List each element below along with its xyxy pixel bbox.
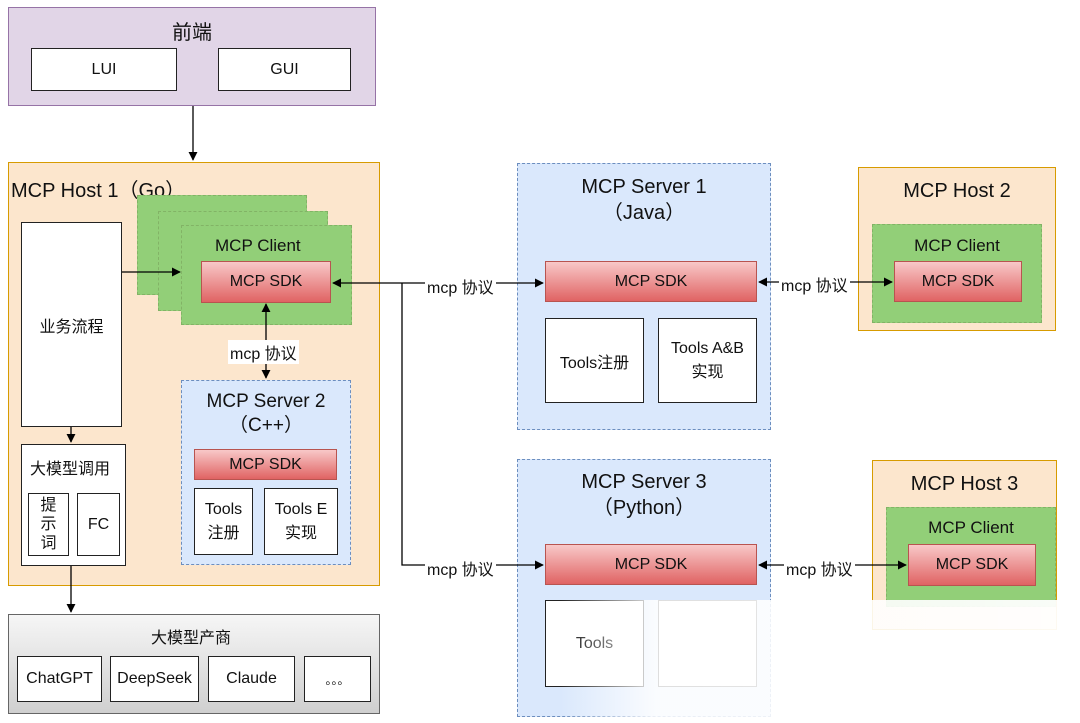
server3-sdk: MCP SDK (545, 544, 757, 585)
server3-title: MCP Server 3 （Python） (581, 471, 707, 519)
host1-client-title: MCP Client (215, 236, 301, 255)
server1-tools-register: Tools注册 (545, 318, 644, 403)
edge-label-inner: mcp 协议 (228, 340, 299, 364)
edge-label-host2: mcp 协议 (779, 272, 850, 296)
server2-sdk: MCP SDK (194, 449, 337, 480)
vendor-more: 。。。 (304, 656, 371, 702)
fc-box: FC (77, 493, 120, 556)
edge-label-host3: mcp 协议 (784, 556, 855, 580)
prompt-box: 提 示 词 (28, 493, 69, 556)
host2-client-title: MCP Client (914, 236, 1000, 255)
server3-tools-register: Tools (545, 600, 644, 687)
server1-tools-impl: Tools A&B 实现 (658, 318, 757, 403)
host2-title: MCP Host 2 (903, 180, 1011, 202)
edge-label-server1: mcp 协议 (425, 274, 496, 298)
vendor-deepseek: DeepSeek (110, 656, 199, 702)
edge-label-server3: mcp 协议 (425, 556, 496, 580)
server3-tools-impl (658, 600, 757, 687)
server1-title: MCP Server 1 （Java） (581, 176, 707, 224)
vendor-chatgpt: ChatGPT (17, 656, 102, 702)
vendor-claude: Claude (208, 656, 295, 702)
server1-sdk: MCP SDK (545, 261, 757, 302)
host2-sdk: MCP SDK (894, 261, 1022, 302)
server2-tools-register: Tools 注册 (194, 488, 253, 555)
business-flow-box: 业务流程 (21, 222, 122, 427)
server2-tools-impl: Tools E 实现 (264, 488, 338, 555)
host3-title: MCP Host 3 (910, 473, 1019, 495)
frontend-gui: GUI (218, 48, 351, 91)
frontend-title: 前端 (172, 22, 212, 44)
frontend-lui: LUI (31, 48, 177, 91)
vendors-title: 大模型产商 (151, 630, 232, 647)
host1-client-sdk: MCP SDK (201, 261, 331, 303)
host3-sdk: MCP SDK (908, 544, 1036, 586)
host3-client-title: MCP Client (928, 518, 1014, 537)
llm-call-title: 大模型调用 (30, 461, 111, 478)
server2-title: MCP Server 2 （C++） (206, 391, 326, 436)
